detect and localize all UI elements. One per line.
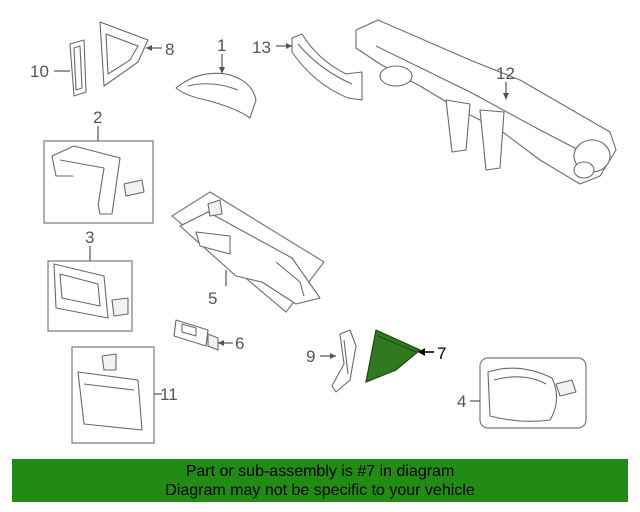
part-1[interactable]: 1 — [175, 36, 257, 119]
banner-line-2: Diagram may not be specific to your vehi… — [165, 482, 475, 499]
callout-1: 1 — [217, 36, 226, 55]
callout-4: 4 — [457, 392, 466, 411]
callout-5: 5 — [208, 289, 217, 308]
callout-6: 6 — [235, 334, 244, 353]
part-13[interactable]: 13 — [252, 33, 363, 101]
callout-7: 7 — [437, 344, 446, 363]
callout-10: 10 — [30, 62, 49, 81]
part-6[interactable]: 6 — [173, 319, 244, 353]
callout-8: 8 — [165, 40, 174, 59]
part-4[interactable]: 4 — [457, 357, 587, 429]
part-11[interactable]: 11 — [71, 346, 178, 444]
callout-3: 3 — [85, 228, 94, 247]
part-12[interactable]: 12 — [355, 19, 617, 185]
callout-12: 12 — [496, 64, 515, 83]
callout-11: 11 — [160, 385, 178, 404]
banner-line-1: Part or sub-assembly is #7 in diagram — [185, 463, 455, 480]
part-9[interactable]: 9 — [306, 329, 357, 393]
callout-9: 9 — [306, 347, 315, 366]
part-8[interactable]: 8 — [99, 21, 174, 87]
part-10[interactable]: 10 — [30, 39, 87, 97]
part-7-highlighted[interactable]: 7 — [365, 329, 446, 383]
callout-13: 13 — [252, 38, 271, 57]
info-banner: Part or sub-assembly is #7 in diagram Di… — [12, 459, 628, 502]
callout-2: 2 — [93, 108, 102, 127]
part-3[interactable]: 3 — [47, 228, 133, 332]
part-5[interactable]: 5 — [170, 191, 325, 313]
part-2[interactable]: 2 — [43, 108, 154, 224]
